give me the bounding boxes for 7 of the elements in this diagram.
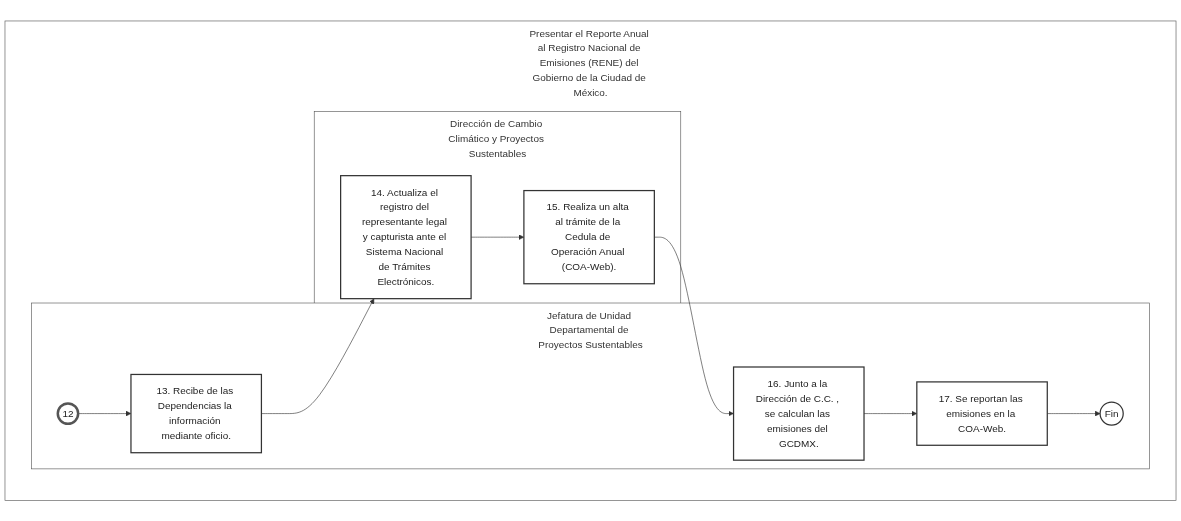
node-box: 16. Junto a la Dirección de C.C. , se calculan las emisiones del GCDMX. [732,366,865,461]
node-box: 13. Recibe de las Dependencias la información mediante oficio. [130,373,263,454]
node-box: 15. Realiza un alta al trámite de la Cedula de Operación Anual (COA-Web). [523,189,655,285]
node-box: 17. Se reportan las emisiones en la COA-Web. [916,381,1048,446]
node-box: 14. Actualiza el registro del representante legal y capturista ante el Sistema Nacional de Trámites Electrónicos. [340,174,472,299]
node-circle: 12 [56,401,80,425]
node-circle: Fin [1099,401,1124,426]
